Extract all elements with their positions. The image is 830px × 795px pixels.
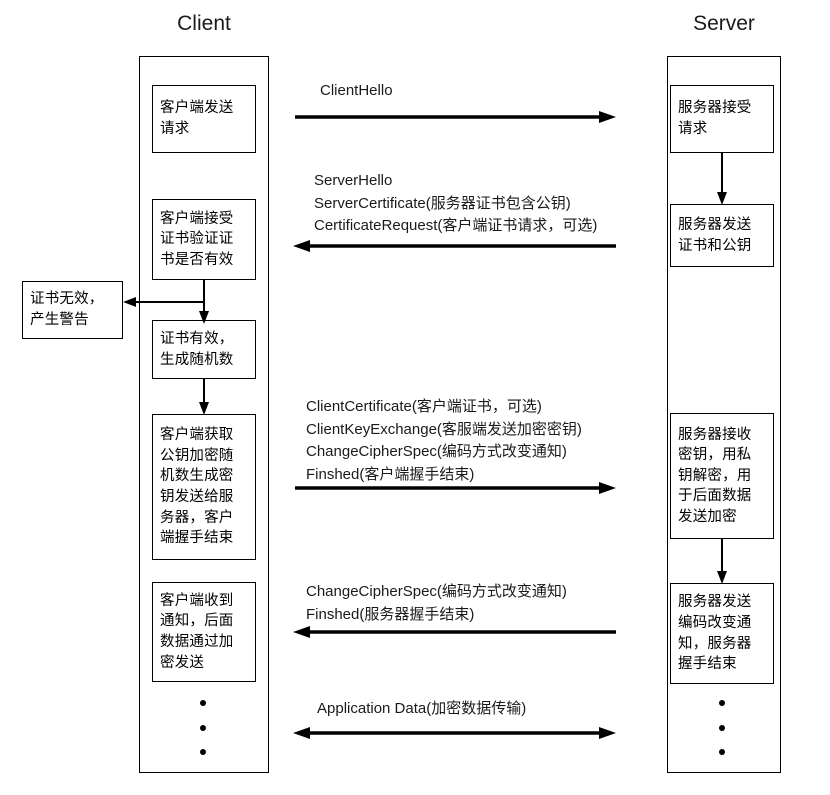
node-line: 知，服务器 — [678, 635, 752, 652]
message-line: Finshed(客户端握手结束) — [306, 465, 475, 483]
ellipsis-dot — [719, 724, 725, 731]
node-line: 于后面数据 — [678, 488, 752, 505]
lane-title-client: Client — [177, 12, 231, 35]
node-line: 发送加密 — [678, 508, 737, 525]
message-arrow-client-key-exchange — [295, 482, 616, 494]
node-server-decrypt-key: 服务器接收 密钥，用私 钥解密，用 于后面数据 发送加密 — [670, 413, 774, 539]
node-line: 证书验证证 — [160, 231, 234, 248]
node-line: 证书和公钥 — [678, 237, 752, 254]
node-line: 握手结束 — [678, 656, 737, 673]
node-line: 密发送 — [160, 654, 205, 671]
server-accept-to-send-arrow — [717, 153, 727, 205]
message-line: ClientKeyExchange(客服端发送加密密钥) — [306, 420, 582, 438]
node-line: 钥发送给服 — [160, 489, 234, 505]
node-line: 机数生成密 — [160, 468, 234, 485]
message-line: CertificateRequest(客户端证书请求，可选) — [314, 217, 598, 234]
message-line: ChangeCipherSpec(编码方式改变通知) — [306, 583, 567, 600]
node-server-send-certificate: 服务器发送 证书和公钥 — [670, 204, 774, 267]
node-line: 服务器接受 — [678, 100, 752, 117]
node-line: 书是否有效 — [160, 251, 234, 268]
ellipsis-dot — [719, 700, 725, 706]
node-line: 服务器发送 — [678, 594, 752, 611]
message-label-server-hello: ServerHello ServerCertificate(服务器证书包含公钥)… — [314, 170, 597, 238]
ellipsis-dot — [200, 749, 206, 755]
node-line: 端握手结束 — [160, 530, 234, 547]
message-line: ClientHello — [320, 82, 393, 99]
server-decrypt-to-change-cipher-arrow — [717, 539, 727, 584]
node-line: 客户端获取 — [160, 427, 234, 444]
ellipsis-dot — [200, 700, 206, 706]
node-certificate-valid-random: 证书有效， 生成随机数 — [152, 320, 256, 379]
node-line: 客户端发送 — [160, 100, 234, 117]
message-line: ServerCertificate(服务器证书包含公钥) — [314, 194, 571, 212]
node-line: 公钥加密随 — [160, 447, 234, 464]
node-line: 编码改变通 — [678, 614, 752, 631]
node-line: 务器，客户 — [160, 509, 234, 526]
message-line: ServerHello — [314, 172, 393, 189]
message-arrow-client-hello — [295, 111, 616, 123]
server-ellipsis — [717, 700, 727, 755]
node-line: 客户端收到 — [160, 592, 234, 609]
client-ellipsis — [198, 700, 208, 755]
client-valid-to-encrypt-arrow — [199, 379, 209, 415]
message-label-application-data: Application Data(加密数据传输) — [317, 698, 526, 721]
node-server-accept-request: 服务器接受 请求 — [670, 85, 774, 153]
message-label-client-key-exchange: ClientCertificate(客户端证书，可选) ClientKeyExc… — [306, 396, 582, 486]
node-client-verify-certificate: 客户端接受 证书验证证 书是否有效 — [152, 199, 256, 280]
client-verify-branch-connector — [123, 280, 209, 324]
ellipsis-dot — [200, 724, 206, 731]
message-line: ChangeCipherSpec(编码方式改变通知) — [306, 443, 567, 460]
node-certificate-invalid-alert: 证书无效， 产生警告 — [22, 281, 123, 339]
node-client-encrypt-key-send: 客户端获取 公钥加密随 机数生成密 钥发送给服 务器，客户 端握手结束 — [152, 414, 256, 560]
node-line: 证书无效， — [30, 291, 104, 308]
message-line: Application Data(加密数据传输) — [317, 700, 527, 717]
node-line: 钥解密，用 — [678, 467, 752, 484]
message-label-client-hello: ClientHello — [320, 80, 393, 103]
node-client-received-notice: 客户端收到 通知，后面 数据通过加 密发送 — [152, 582, 256, 682]
node-line: 生成随机数 — [160, 351, 234, 368]
node-line: 请求 — [160, 121, 190, 137]
node-line: 服务器接收 — [678, 426, 752, 443]
message-arrow-server-hello — [293, 240, 616, 252]
node-line: 数据通过加 — [160, 634, 234, 650]
node-line: 证书有效， — [160, 330, 234, 347]
message-arrow-application-data — [293, 727, 616, 739]
node-server-send-change-cipher: 服务器发送 编码改变通 知，服务器 握手结束 — [670, 583, 774, 684]
node-line: 请求 — [678, 121, 708, 137]
message-line: Finshed(服务器握手结束) — [306, 605, 475, 623]
message-label-server-change-cipher: ChangeCipherSpec(编码方式改变通知) Finshed(服务器握手… — [306, 581, 567, 626]
ellipsis-dot — [719, 749, 725, 755]
node-line: 通知，后面 — [160, 613, 234, 630]
node-line: 产生警告 — [30, 312, 89, 328]
node-client-send-request: 客户端发送 请求 — [152, 85, 256, 153]
message-arrow-server-change-cipher — [293, 626, 616, 638]
message-line: ClientCertificate(客户端证书，可选) — [306, 398, 542, 415]
node-line: 客户端接受 — [160, 210, 234, 227]
node-line: 服务器发送 — [678, 216, 752, 233]
node-line: 密钥，用私 — [678, 447, 752, 464]
lane-title-server: Server — [693, 12, 755, 35]
